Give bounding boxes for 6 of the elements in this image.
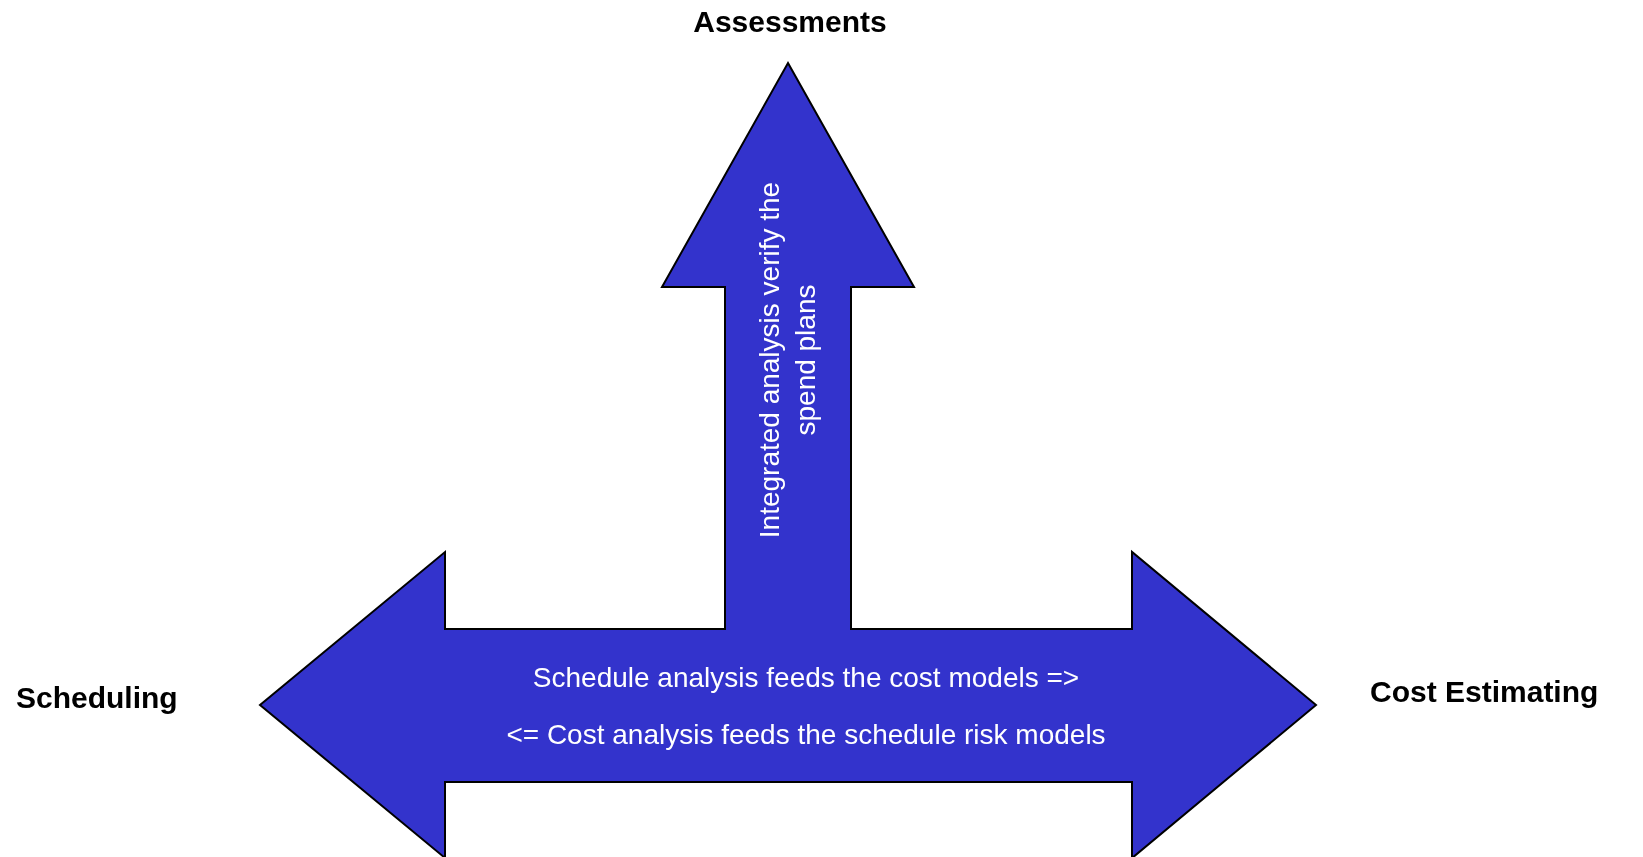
arrow-text: Schedule analysis feeds the cost models => (532, 662, 1080, 694)
heading-label: Assessments (693, 5, 887, 39)
arrow-text: Integrated analysis verify the spend plans (753, 180, 822, 541)
arrow-text: <= Cost analysis feeds the schedule risk models (506, 719, 1106, 751)
heading-label: Scheduling (16, 681, 178, 715)
heading-label: Cost Estimating (1370, 675, 1599, 709)
